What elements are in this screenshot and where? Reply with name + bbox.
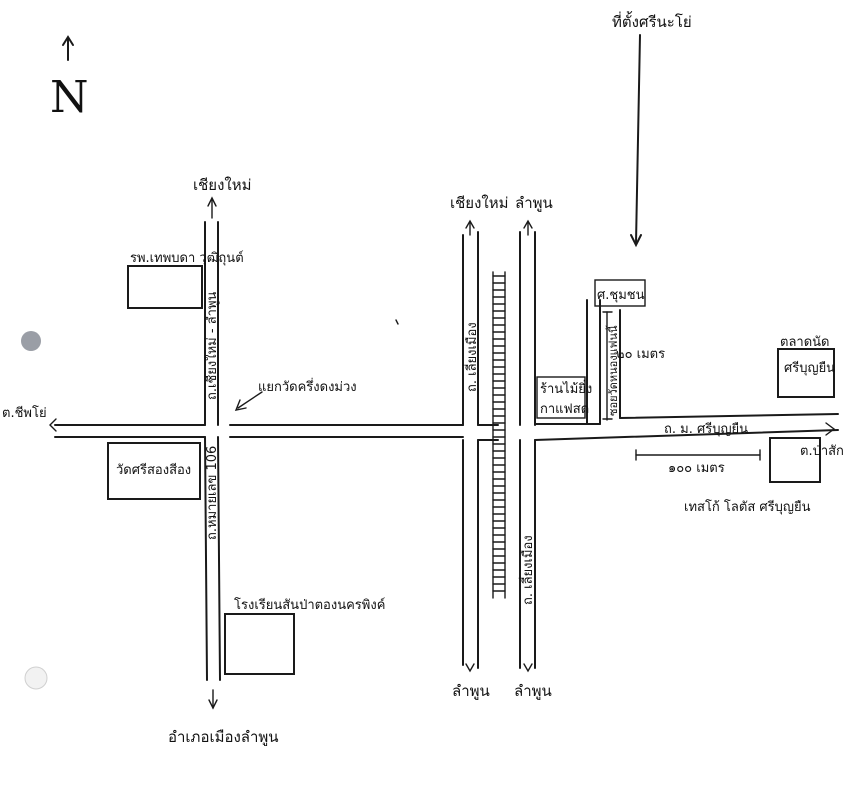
punch-hole-dark (21, 331, 41, 351)
railway (492, 271, 506, 599)
school-box (224, 613, 295, 675)
north-letter: N (50, 72, 89, 123)
label-chiangmai-left: เชียงใหม่ (193, 176, 252, 194)
label-road-sriboonyuen: ถ. ม. ศรีบุญยืน (664, 421, 748, 437)
label-road-bypass-top: ถ. เลี่ยงเมือง (463, 322, 480, 392)
label-crossroad: แยกวัดครึ่งดงม่วง (258, 378, 357, 395)
east-west-road (49, 413, 839, 441)
label-market-2: ศรีบุญยืน (784, 360, 835, 376)
label-market-1: ตลาดนัด (780, 335, 829, 350)
label-road-bypass-bottom: ถ. เลี่ยงเมือง (519, 535, 536, 605)
shop-box (536, 376, 586, 419)
punch-hole (24, 666, 48, 690)
label-to-right: ต.ป่าสัก (800, 444, 844, 459)
label-bottom-left: อำเภอเมืองลำพูน (168, 728, 279, 746)
label-lamphun-arrow: ลำพูน (515, 194, 553, 212)
label-chiangmai-mid: เชียงใหม่ (450, 194, 509, 212)
crossroad-pointer (234, 391, 263, 411)
community-center-box (594, 279, 646, 307)
location-label: ที่ตั้งศรีนะโย่ (612, 11, 692, 31)
stray-mark (395, 319, 399, 325)
side-road-to-location (586, 299, 621, 425)
chiangmai-lamphun-road (204, 196, 221, 710)
label-road-chiangmai-lamphun: ถ.เชียงใหม่ - ลำพูน (204, 291, 220, 400)
label-lamphun-left: ลำพูน (452, 682, 490, 700)
distance-marker-100m (635, 449, 761, 461)
label-shop-1: ร้านไม้ยิ่ง (540, 380, 592, 397)
hospital-box (127, 265, 203, 309)
label-tesco: เทสโก้ โลตัส ศรีบุญยืน (684, 499, 811, 515)
label-road-106: ถ.หมายเลข 106 (205, 446, 220, 540)
label-community-center: ศ.ชุมชน (597, 288, 645, 303)
label-distance-100m: ๑๐๐ เมตร (668, 461, 725, 476)
bypass-road (462, 219, 536, 673)
label-hospital: รพ.เทพบดา วุฒิถุนต์ (130, 250, 244, 266)
label-shop-2: กาแฟสด (540, 402, 589, 417)
tesco-box (769, 437, 821, 483)
label-distance-20m: ๒๐ เมตร (616, 347, 665, 362)
label-lamphun-right: ลำพูน (514, 682, 552, 700)
market-box (777, 348, 835, 398)
label-soi: ซอยวัดหนองแฟนนี้ (605, 325, 620, 416)
label-temple: วัดศรีสองสีอง (116, 462, 191, 478)
label-left-edge: ต.ชีพโย่ (2, 405, 47, 421)
temple-box (107, 442, 201, 500)
label-school: โรงเรียนสันป่าตองนครพิงค์ (234, 597, 385, 613)
north-indicator: N (50, 35, 89, 123)
location-pointer-arrow (630, 34, 642, 248)
